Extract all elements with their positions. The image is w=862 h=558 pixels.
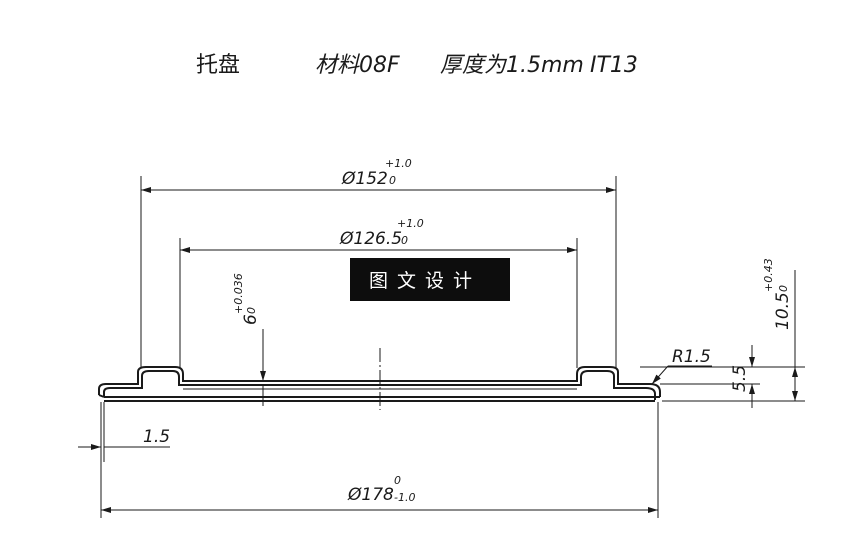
dim-126-lower: 0 [401, 234, 408, 247]
dim-radius: R1.5 [651, 347, 712, 385]
dim-r15-value: R1.5 [672, 347, 711, 367]
dim-126-upper: +1.0 [397, 217, 424, 230]
dim-126-value: Ø126.5 [339, 229, 402, 249]
title-block: 托盘 材料08F 厚度为1.5mm IT13 [196, 53, 638, 78]
watermark: 图文设计 [350, 258, 510, 301]
dim-152-upper: +1.0 [385, 157, 412, 170]
dim-6-value: 6 [241, 314, 261, 325]
dim-10-upper: +0.43 [762, 258, 775, 292]
part-profile [98, 348, 661, 410]
watermark-box [350, 258, 510, 301]
dim-diameter-178: Ø178 0 -1.0 [101, 474, 658, 513]
dim-178-lower: -1.0 [394, 491, 415, 504]
dim-152-lower: 0 [389, 174, 396, 187]
dim-152-value: Ø152 [341, 169, 388, 189]
dim-t15-value: 1.5 [143, 427, 170, 447]
dim-height-6: 6 +0.036 0 [232, 273, 266, 406]
dim-thickness: 1.5 [78, 427, 170, 450]
dim-10-lower: 0 [777, 285, 790, 292]
material-label: 材料08F [315, 53, 400, 78]
watermark-text: 图文设计 [369, 270, 481, 292]
dim-178-upper: 0 [394, 474, 401, 487]
dim-5-5-value: 5.5 [730, 365, 750, 392]
dim-height-5-5: 5.5 [730, 345, 755, 408]
part-name: 托盘 [196, 53, 240, 78]
tolerance-grade: IT13 [590, 53, 638, 78]
thickness-label: 厚度为1.5mm [440, 53, 584, 78]
dim-diameter-126: Ø126.5 +1.0 0 [180, 217, 577, 253]
dim-6-upper: +0.036 [232, 273, 245, 314]
dim-height-10: 10.5 +0.43 0 [762, 258, 798, 401]
dim-6-lower: 0 [245, 307, 258, 314]
dim-diameter-152: Ø152 +1.0 0 [141, 157, 616, 193]
dim-10-value: 10.5 [773, 292, 793, 330]
dim-178-value: Ø178 [347, 485, 394, 505]
